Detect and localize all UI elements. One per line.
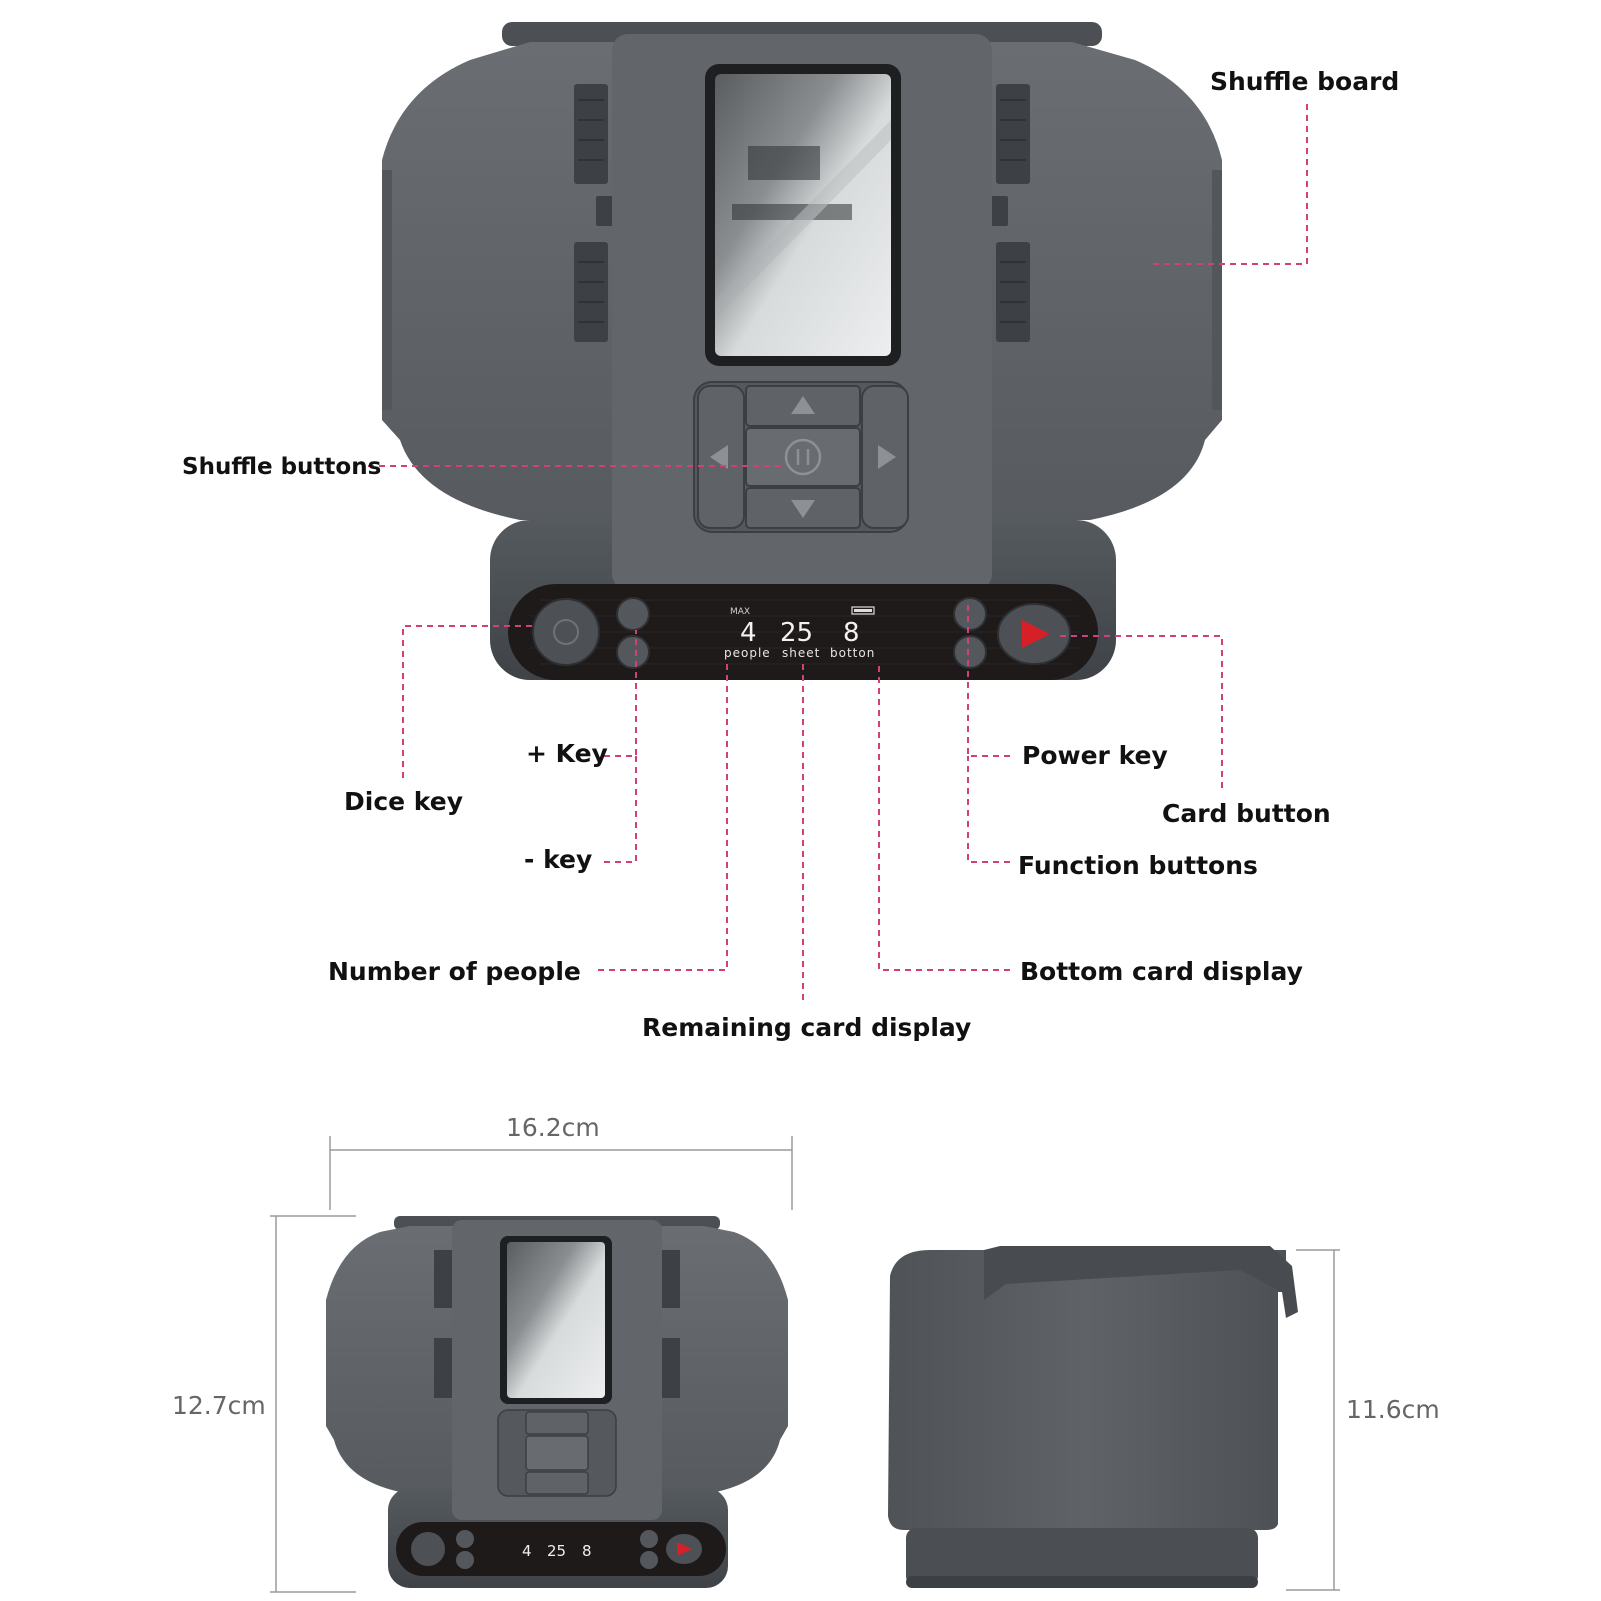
dice-key[interactable] bbox=[532, 598, 600, 666]
leader-function-buttons bbox=[967, 756, 1010, 863]
down-arrow-icon bbox=[791, 500, 815, 518]
left-arrow-icon bbox=[710, 445, 728, 469]
battery-icon bbox=[851, 606, 875, 615]
label-shuffle-board: Shuffle board bbox=[1210, 67, 1399, 96]
leader-lines bbox=[368, 104, 1308, 1000]
front-view-small: 4 25 8 bbox=[326, 1216, 788, 1588]
lcd-bottom-caption: botton bbox=[830, 646, 875, 660]
leader-power-key bbox=[967, 604, 1010, 757]
up-arrow-icon bbox=[791, 396, 815, 414]
label-remaining-card-display: Remaining card display bbox=[642, 1013, 971, 1042]
shuffle-board-right-wing bbox=[990, 42, 1222, 520]
dimension-lines: 16.2cm 12.7cm 11.6cm bbox=[172, 1113, 1440, 1593]
label-power-key: Power key bbox=[1022, 741, 1168, 770]
play-arrow-icon bbox=[1022, 620, 1050, 648]
lcd-people-value: 4 bbox=[740, 618, 757, 648]
label-minus-key: - key bbox=[524, 845, 592, 874]
dice-icon bbox=[553, 619, 579, 645]
side-view-small bbox=[888, 1246, 1298, 1588]
label-plus-key: + Key bbox=[526, 739, 608, 768]
lcd-max: MAX bbox=[730, 607, 750, 617]
leader-shuffle-board bbox=[1150, 104, 1308, 265]
svg-text:25: 25 bbox=[547, 1542, 566, 1560]
plus-key[interactable] bbox=[616, 597, 650, 631]
dpad-center-button[interactable] bbox=[745, 427, 861, 487]
callout-labels: Shuffle board Shuffle buttons + Key Dice… bbox=[182, 67, 1399, 1042]
label-function-buttons: Function buttons bbox=[1018, 851, 1258, 880]
left-wing-edge bbox=[382, 170, 392, 410]
dimension-width-label: 16.2cm bbox=[506, 1113, 600, 1142]
leader-number-of-people bbox=[598, 662, 728, 971]
dimension-depth-label: 11.6cm bbox=[1346, 1395, 1440, 1424]
function-key[interactable] bbox=[953, 635, 987, 669]
lcd-display: MAX 4 25 8 people sheet botton bbox=[724, 606, 875, 660]
shuffle-buttons bbox=[693, 381, 909, 533]
right-arrow-icon bbox=[878, 445, 896, 469]
right-wing-edge bbox=[1212, 170, 1222, 410]
lcd-sheet-caption: sheet bbox=[782, 646, 820, 660]
main-device: MAX 4 25 8 people sheet botton bbox=[382, 22, 1222, 680]
svg-text:4: 4 bbox=[522, 1542, 532, 1560]
label-shuffle-buttons: Shuffle buttons bbox=[182, 454, 381, 480]
label-card-button: Card button bbox=[1162, 799, 1331, 828]
power-key[interactable] bbox=[953, 597, 987, 631]
lcd-bottom-value: 8 bbox=[843, 618, 860, 648]
minus-key[interactable] bbox=[616, 635, 650, 669]
leader-minus-key bbox=[604, 756, 637, 863]
grip-lines bbox=[578, 99, 1026, 323]
screen-reflection bbox=[715, 120, 891, 320]
lcd-sheet-value: 25 bbox=[780, 618, 813, 648]
pause-icon bbox=[784, 438, 822, 476]
leader-plus-key bbox=[604, 630, 637, 757]
leader-bottom-card bbox=[878, 662, 1010, 971]
dimension-height-label: 12.7cm bbox=[172, 1391, 266, 1420]
svg-text:8: 8 bbox=[582, 1542, 592, 1560]
lcd-people-caption: people bbox=[724, 646, 771, 660]
label-bottom-card-display: Bottom card display bbox=[1020, 957, 1303, 986]
label-dice-key: Dice key bbox=[344, 787, 463, 816]
label-number-of-people: Number of people bbox=[328, 957, 581, 986]
shuffle-board-left-wing bbox=[382, 42, 620, 520]
card-button[interactable] bbox=[997, 603, 1071, 665]
